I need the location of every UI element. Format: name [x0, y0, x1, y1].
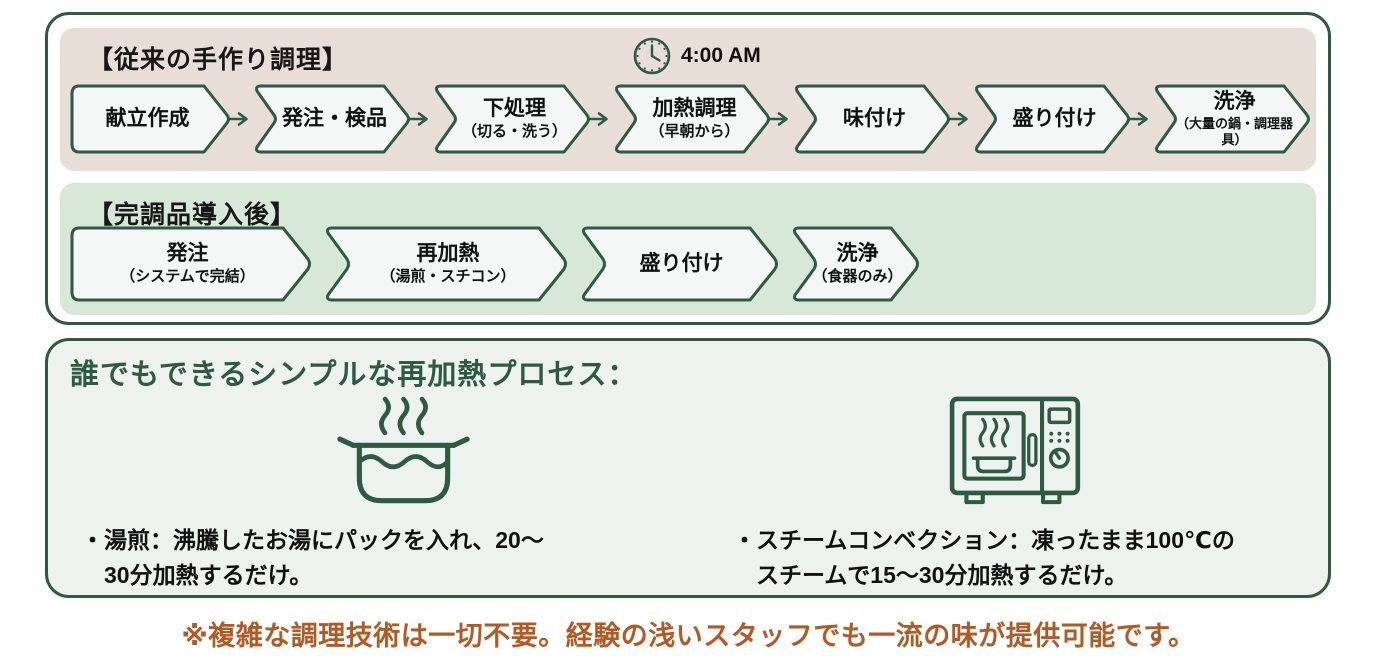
- flow-arrow-icon: [948, 111, 973, 127]
- step-plating-after: 盛り付け: [575, 225, 780, 303]
- after-steps-row: 発注 （システムで完結） 再加熱 （湯煎・スチコン） 盛り付け 洗浄: [68, 225, 921, 303]
- flow-arrow-icon: [768, 111, 793, 127]
- flow-arrow-icon: [228, 111, 253, 127]
- step-reheating: 再加熱 （湯煎・スチコン）: [319, 225, 569, 303]
- traditional-section-title: 【従来の手作り調理】: [88, 46, 349, 74]
- clock-icon: [632, 36, 672, 76]
- traditional-steps-row: 献立作成 発注・検品 下処理 （切る・洗う）: [68, 83, 1313, 155]
- step-seasoning: 味付け: [788, 83, 953, 155]
- after-introduction-section: 【完調品導入後】 発注 （システムで完結） 再加熱 （湯煎・スチコン） 盛り付け: [60, 183, 1316, 315]
- step-washing: 洗浄 （大量の鍋・調理器具）: [1148, 83, 1313, 155]
- footnote-text: ※複雑な調理技術は一切不要。経験の浅いスタッフでも一流の味が提供可能です。: [181, 621, 1196, 651]
- step-prep: 下処理 （切る・洗う）: [428, 83, 593, 155]
- reheat-process-panel: 誰でもできるシンプルな再加熱プロセス：: [45, 338, 1331, 598]
- flow-arrow-icon: [408, 111, 433, 127]
- steam-convection-note: ・スチームコンベクション：凍ったまま100℃のスチームで15〜30分加熱するだけ…: [733, 527, 1235, 588]
- steam-convection-oven-icon: [948, 391, 1086, 509]
- flow-arrow-icon: [588, 111, 613, 127]
- time-indicator: 4:00 AM: [632, 36, 761, 76]
- step-menu-planning: 献立作成: [68, 83, 233, 155]
- after-section-title: 【完調品導入後】: [88, 201, 297, 229]
- boiling-pot-icon: [336, 396, 471, 511]
- boil-in-bag-note: ・湯煎：沸騰したお湯にパックを入れ、20〜30分加熱するだけ。: [81, 527, 544, 588]
- process-title: 誰でもできるシンプルな再加熱プロセス：: [70, 359, 638, 391]
- step-heat-cooking: 加熱調理 （早朝から）: [608, 83, 773, 155]
- step-plating: 盛り付け: [968, 83, 1133, 155]
- step-ordering-system: 発注 （システムで完結）: [68, 225, 313, 303]
- time-label: 4:00 AM: [681, 44, 761, 67]
- traditional-cooking-section: 【従来の手作り調理】 4:00 AM: [60, 28, 1316, 171]
- step-washing-after: 洗浄 （食器のみ）: [786, 225, 921, 303]
- flow-arrow-icon: [1128, 111, 1153, 127]
- workflow-comparison-panel: 【従来の手作り調理】 4:00 AM: [45, 12, 1331, 325]
- step-ordering-inspection: 発注・検品: [248, 83, 413, 155]
